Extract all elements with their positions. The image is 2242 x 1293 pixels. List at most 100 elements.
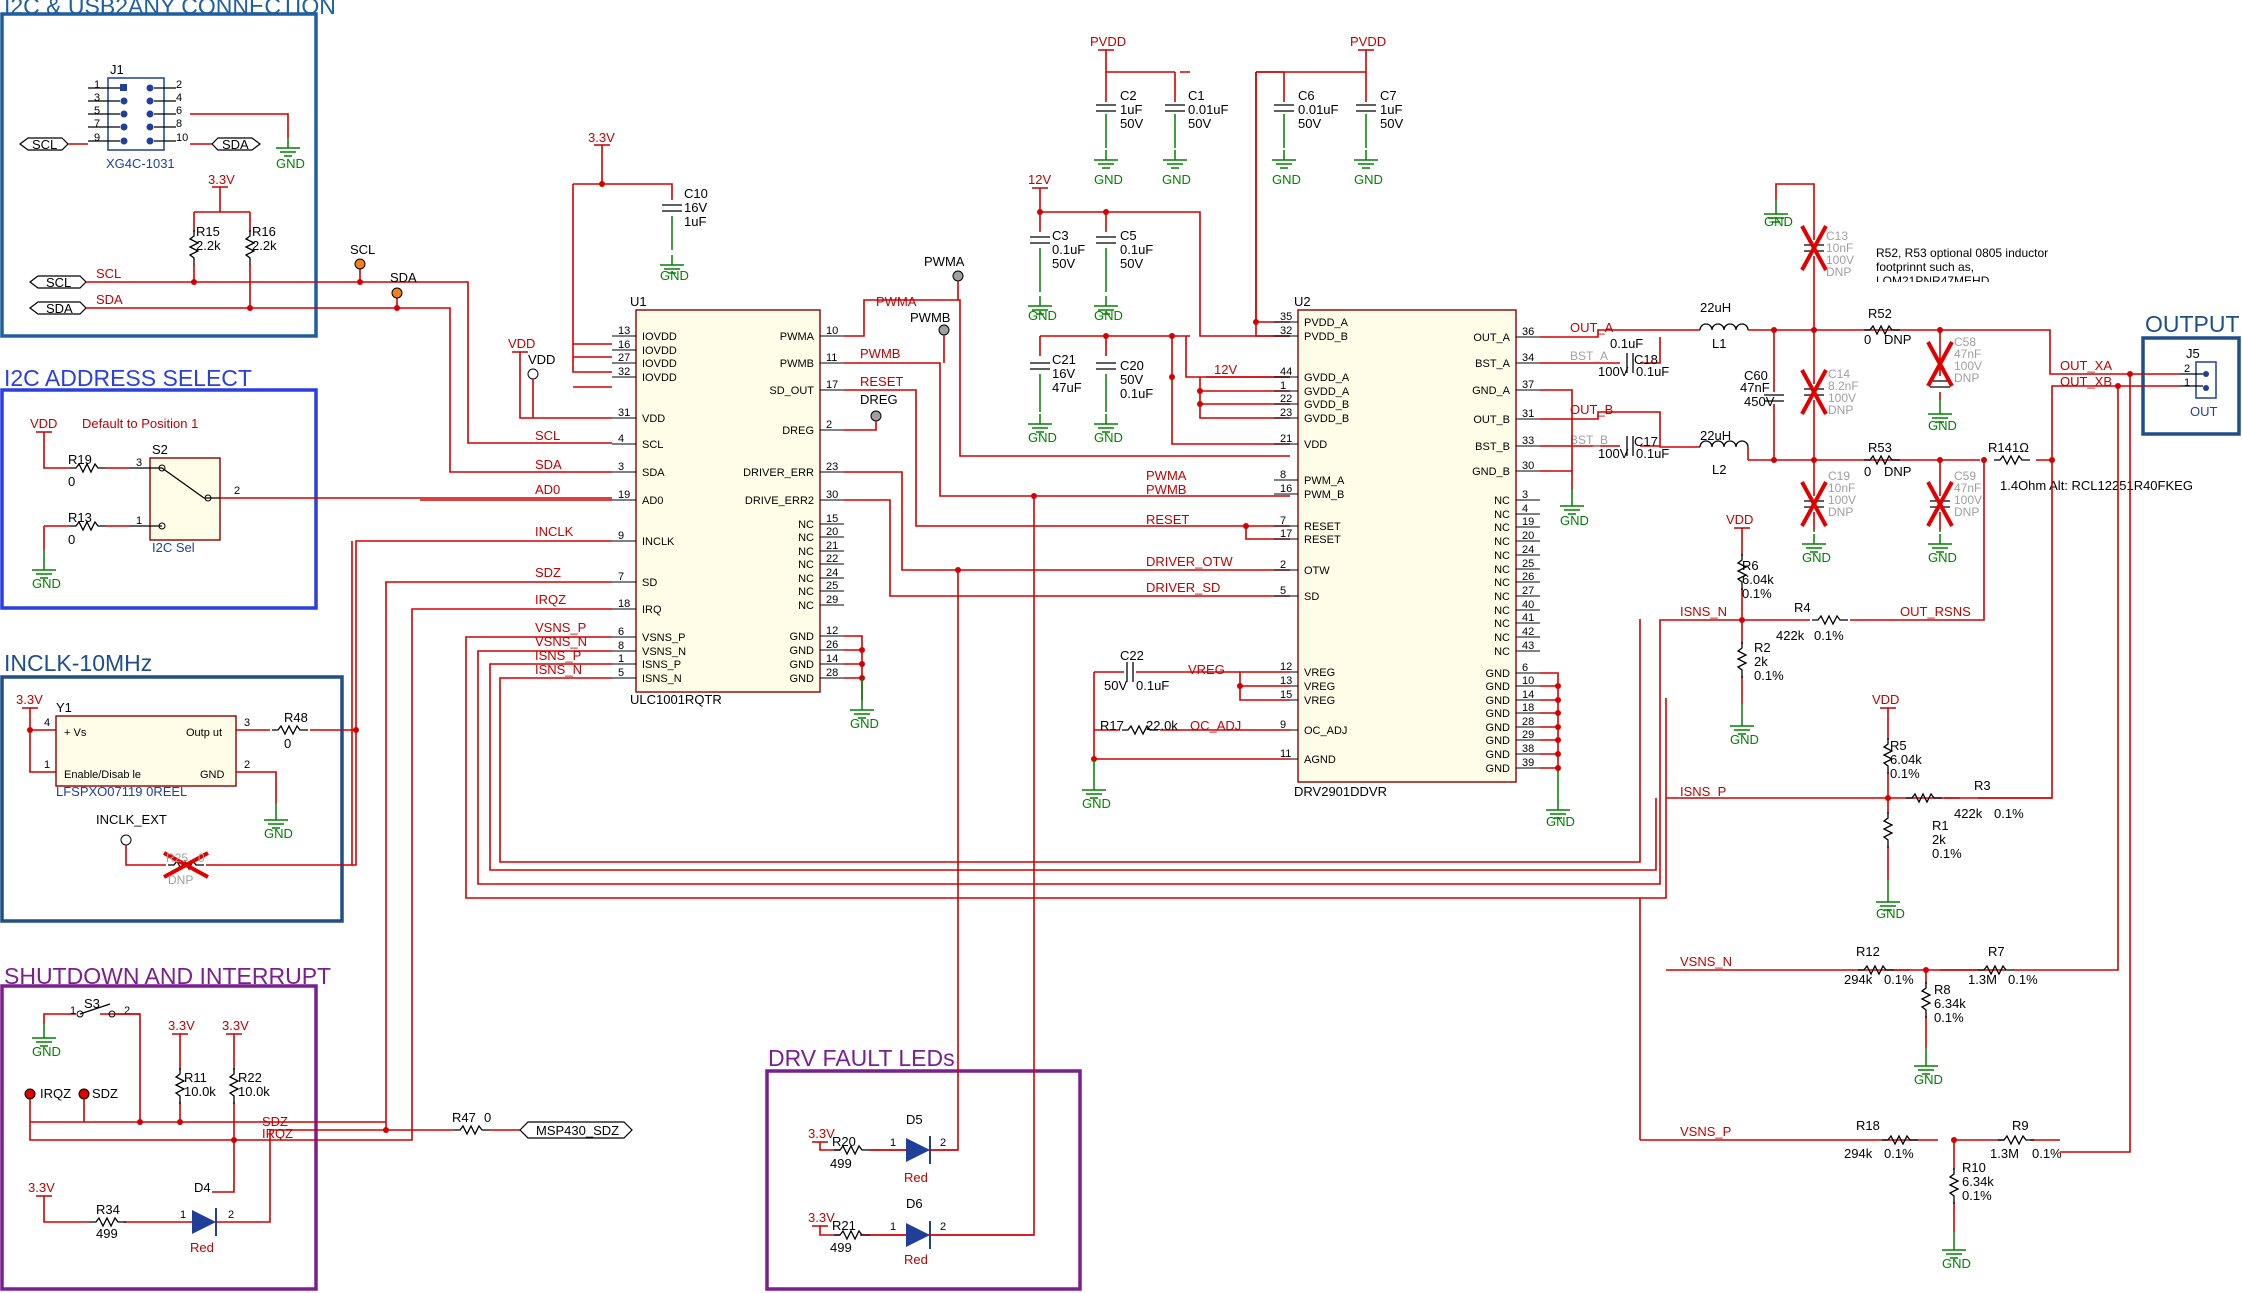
- u2-chip: [1297, 309, 1517, 783]
- dreg-tp-label: DREG: [860, 392, 898, 407]
- c60-v: 450V: [1744, 394, 1775, 409]
- u2-pin-name: NC: [1494, 522, 1510, 534]
- r18-tol: 0.1%: [1884, 1146, 1914, 1161]
- u2-pin-name: VREG: [1304, 681, 1335, 693]
- u2-pin-name: GND_B: [1472, 466, 1510, 478]
- u2-pin-number: 1: [1280, 380, 1286, 392]
- sda-testpoint: [391, 287, 403, 299]
- u2-pin-name: GND: [1486, 708, 1511, 720]
- r10-gnd: GND: [1942, 1256, 1971, 1271]
- u2-pin-name: NC: [1494, 495, 1510, 507]
- r21-ref: R21: [832, 1218, 856, 1233]
- d4-led: D4 Red 1 2: [180, 1180, 234, 1255]
- u1-pin-number: 4: [618, 433, 624, 445]
- irqz-testpoint: [24, 1088, 36, 1100]
- r34-ref: R34: [96, 1202, 120, 1217]
- inclk-section-box: [0, 675, 344, 923]
- u1-pin-number: 29: [826, 594, 838, 606]
- u2-pin-number: 32: [1280, 325, 1292, 337]
- svg-text:3: 3: [136, 457, 142, 469]
- u2-pin-name: GND: [1486, 763, 1511, 775]
- c1-ref: C1: [1188, 88, 1205, 103]
- c5-ref: C5: [1120, 228, 1137, 243]
- s2-address-switch[interactable]: S2 I2C Sel 3 1 2: [130, 442, 240, 555]
- inclk-section-title: INCLK-10MHz: [4, 650, 152, 676]
- isns-n-net: ISNS_N: [535, 662, 582, 677]
- u2-pin-name: NC: [1494, 632, 1510, 644]
- u1-pin-name: SDA: [642, 467, 665, 479]
- u2-pin-name: VREG: [1304, 667, 1335, 679]
- u1-pin-number: 2: [826, 419, 832, 431]
- r5-vdd: VDD: [1872, 692, 1899, 707]
- svg-text:10nF: 10nF: [1828, 481, 1855, 495]
- u1-pin-name: PWMA: [780, 331, 815, 343]
- c20-ref: C20: [1120, 358, 1144, 373]
- u2-pin-number: 22: [1280, 393, 1292, 405]
- u2-pin-number: 23: [1280, 407, 1292, 419]
- r6-val: 6.04k: [1742, 572, 1774, 587]
- scl-port: SCL: [29, 275, 87, 290]
- r8-val: 6.34k: [1934, 996, 1966, 1011]
- c22-v: 50V: [1104, 678, 1127, 693]
- u2-pin-name: AGND: [1304, 754, 1336, 766]
- u2-pin-number: 17: [1280, 528, 1292, 540]
- svg-text:D5: D5: [906, 1112, 923, 1127]
- c21-val: 47uF: [1052, 380, 1082, 395]
- u1-chip: [635, 309, 821, 693]
- u1-pin-number: 11: [826, 352, 837, 364]
- j5-output-connector[interactable]: J5 2 1 OUT: [2180, 346, 2218, 419]
- svg-text:22uH: 22uH: [1700, 428, 1731, 443]
- u2-pin-name: SD: [1304, 591, 1319, 603]
- pwmb-net: PWMB: [860, 346, 900, 361]
- c10-ref: C10: [684, 186, 708, 201]
- u1-pin-number: 30: [826, 489, 838, 501]
- r6-ref: R6: [1742, 558, 1759, 573]
- r18-val: 294k: [1844, 1146, 1873, 1161]
- vdd-tp-label: VDD: [528, 352, 555, 367]
- u1-irqz-net: IRQZ: [535, 592, 566, 607]
- svg-text:2: 2: [176, 79, 182, 91]
- scl-j1-port: SCL: [19, 137, 69, 152]
- svg-text:SDA: SDA: [222, 137, 249, 152]
- svg-text:C59: C59: [1954, 469, 1976, 483]
- vreg-net: VREG: [1188, 662, 1225, 677]
- r3-tol: 0.1%: [1994, 806, 2024, 821]
- u2-pin-number: 2: [1280, 559, 1286, 571]
- r34-v33: 3.3V: [28, 1180, 55, 1195]
- svg-text:Enable/Disab le: Enable/Disab le: [64, 769, 141, 781]
- svg-text:D4: D4: [194, 1180, 211, 1195]
- pwma-testpoint: [952, 270, 964, 282]
- u2-pin-name: GND: [1486, 722, 1511, 734]
- svg-text:2: 2: [2184, 363, 2190, 375]
- pvdd-left-label: PVDD: [1090, 34, 1126, 49]
- c17-ref: C17: [1634, 434, 1658, 449]
- u1-pin-name: IOVDD: [642, 358, 677, 370]
- svg-text:1: 1: [44, 759, 50, 771]
- u1-vdd-label: VDD: [508, 336, 535, 351]
- svg-text:MSP430_SDZ: MSP430_SDZ: [536, 1123, 619, 1138]
- u2-pin-name: RESET: [1304, 534, 1341, 546]
- svg-text:D6: D6: [906, 1196, 923, 1211]
- r52-ref: R52: [1868, 306, 1892, 321]
- u2-pin-name: BST_B: [1475, 441, 1510, 453]
- u2-pin-name: VREG: [1304, 695, 1335, 707]
- u1-pin-name: NC: [798, 546, 814, 558]
- u2-pin-number: 26: [1522, 571, 1534, 583]
- s3-switch[interactable]: S3 1 2: [70, 996, 140, 1018]
- c18-top: 0.1uF: [1610, 336, 1643, 351]
- u2-pin-number: 35: [1280, 311, 1292, 323]
- svg-text:8.2nF: 8.2nF: [1828, 379, 1859, 393]
- d6-led: D6 Red 1 2: [890, 1196, 946, 1267]
- u1-pin-name: VSNS_N: [642, 646, 686, 658]
- r2-val: 2k: [1754, 654, 1768, 669]
- vsns-n-right: VSNS_N: [1680, 954, 1732, 969]
- c18-val: 0.1uF: [1636, 364, 1669, 379]
- svg-text:S2: S2: [152, 442, 168, 457]
- u2-pin-number: 30: [1522, 460, 1534, 472]
- u2-pin-name: OUT_B: [1473, 414, 1510, 426]
- u2-pin-number: 37: [1522, 379, 1534, 391]
- oc-adj-net: OC_ADJ: [1190, 718, 1241, 733]
- c1-v: 50V: [1188, 116, 1211, 131]
- u1-pin-number: 3: [618, 461, 624, 473]
- r9-ref: R9: [2012, 1118, 2029, 1133]
